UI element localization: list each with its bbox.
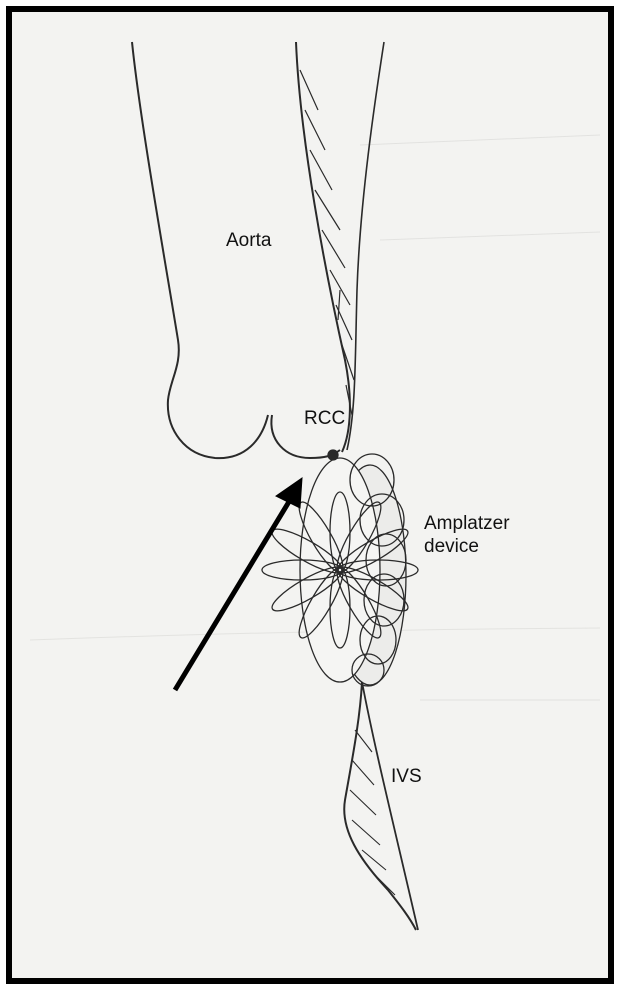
pointer-arrow — [175, 478, 302, 690]
ivs-hatching — [350, 730, 395, 895]
ivs-left-edge — [344, 682, 416, 930]
label-amplatzer-line2: device — [424, 536, 510, 559]
amplatzer-device — [262, 450, 418, 686]
label-ivs: IVS — [391, 766, 422, 789]
label-amplatzer-device: Amplatzer device — [424, 513, 510, 559]
label-rcc: RCC — [304, 408, 345, 431]
aorta-right-wall-inner — [347, 42, 384, 450]
aorta-right-wall — [296, 42, 350, 452]
label-aorta: Aorta — [226, 230, 271, 253]
label-amplatzer-line1: Amplatzer — [424, 513, 510, 536]
